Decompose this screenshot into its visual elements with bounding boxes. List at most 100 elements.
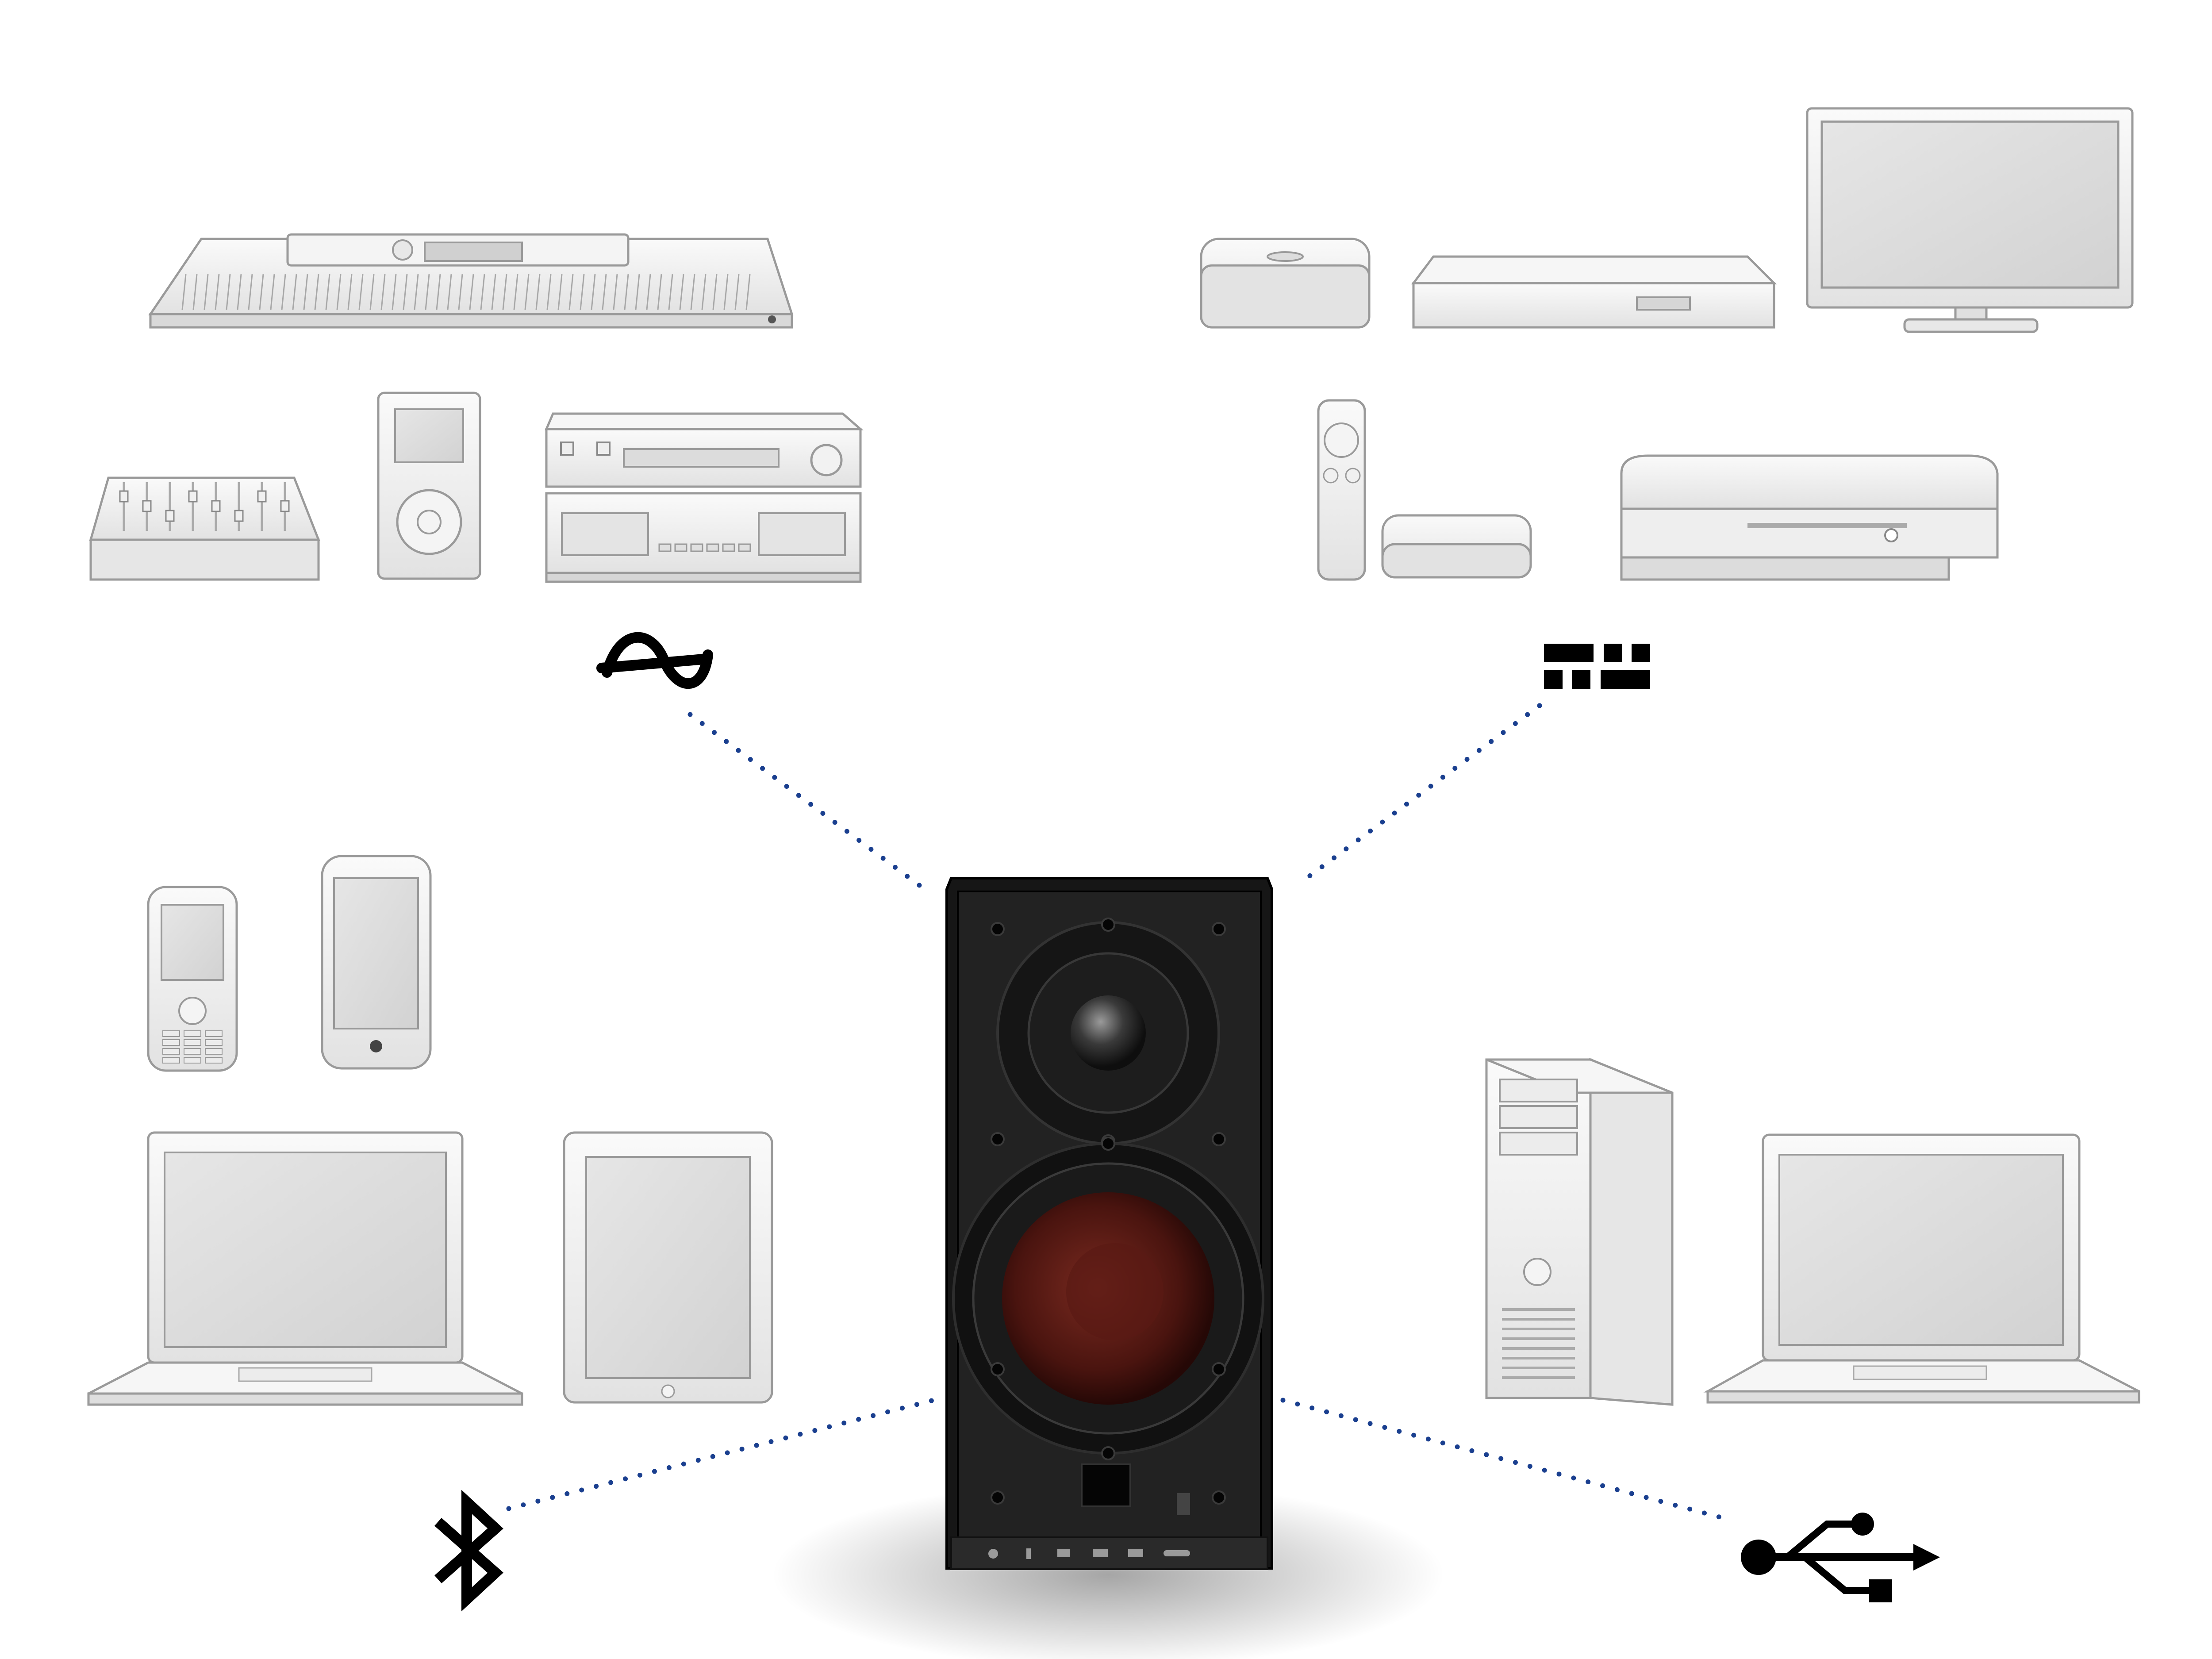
synth-key xyxy=(325,274,330,310)
phone-key xyxy=(205,1039,223,1046)
speaker-bolt xyxy=(991,1132,1005,1146)
deck-button xyxy=(690,543,703,552)
media-hub xyxy=(1200,238,1371,329)
synth-key xyxy=(535,274,541,310)
analog-sine-icon xyxy=(596,632,713,689)
synth-key xyxy=(181,274,187,310)
phone-key xyxy=(205,1030,223,1037)
synth-key xyxy=(690,274,695,310)
analog-icon[interactable] xyxy=(1093,1549,1108,1557)
keyboard-synth xyxy=(148,233,794,329)
synth-key xyxy=(215,274,220,310)
synth-key xyxy=(226,274,231,310)
optical-toslink-icon xyxy=(1544,644,1650,689)
laptop xyxy=(1703,1133,2140,1404)
tablet xyxy=(563,1131,773,1404)
portable-media-player xyxy=(377,392,481,580)
optical-device-group xyxy=(1200,107,2134,689)
deck-button xyxy=(674,543,687,552)
fader-knob xyxy=(257,490,267,503)
fader-knob xyxy=(119,490,129,503)
synth-key xyxy=(403,274,408,310)
synth-key xyxy=(281,274,286,310)
synth-key xyxy=(358,274,364,310)
speaker-bolt xyxy=(1101,1446,1115,1460)
synth-key xyxy=(259,274,264,310)
synth-key xyxy=(270,274,275,310)
remote-control xyxy=(1317,399,1366,581)
input-icon[interactable] xyxy=(1164,1550,1190,1556)
speaker-bolt xyxy=(1212,1362,1226,1376)
phone-key xyxy=(184,1030,201,1037)
speaker-control-panel xyxy=(988,1548,1190,1559)
speaker-bolt xyxy=(1212,922,1226,936)
speaker-bolt xyxy=(991,1362,1005,1376)
synth-key xyxy=(314,274,319,310)
synth-key xyxy=(668,274,673,310)
synth-key xyxy=(657,274,662,310)
usb-icon[interactable] xyxy=(1128,1549,1143,1557)
synth-key xyxy=(734,274,740,310)
optical-icon[interactable] xyxy=(1057,1549,1070,1557)
synth-key xyxy=(248,274,253,310)
deck-button xyxy=(706,543,719,552)
fader-knob xyxy=(142,500,152,512)
synth-key xyxy=(513,274,518,310)
synth-key xyxy=(380,274,386,310)
synth-key xyxy=(425,274,430,310)
synth-key xyxy=(369,274,375,310)
synth-key xyxy=(624,274,629,310)
usb-device-group xyxy=(1485,1058,2140,1602)
bluetooth-icon[interactable] xyxy=(1026,1548,1031,1559)
synth-key xyxy=(646,274,651,310)
synth-key xyxy=(336,274,342,310)
deck-button xyxy=(722,543,735,552)
synth-key xyxy=(447,274,452,310)
fader-knob xyxy=(280,500,290,512)
synth-key xyxy=(347,274,353,310)
cassette-deck xyxy=(545,492,862,583)
synth-key xyxy=(524,274,530,310)
bluray-player xyxy=(1411,255,1777,329)
synth-key xyxy=(491,274,496,310)
connector-lines xyxy=(506,703,1724,1520)
synth-key xyxy=(546,274,552,310)
fader-knob xyxy=(234,510,244,522)
hifi-tuner xyxy=(545,412,864,488)
connector-bluetooth xyxy=(506,1398,936,1511)
usb-icon xyxy=(1741,1513,1940,1602)
power-icon[interactable] xyxy=(988,1549,998,1559)
synth-key xyxy=(557,274,563,310)
synth-key xyxy=(580,274,585,310)
synth-key xyxy=(292,274,297,310)
analog-device-group xyxy=(89,233,864,689)
synth-key xyxy=(502,274,507,310)
phone-key xyxy=(205,1048,223,1055)
deck-button xyxy=(738,543,751,552)
synth-key xyxy=(458,274,463,310)
synth-key xyxy=(613,274,618,310)
connector-usb xyxy=(1280,1398,1724,1520)
phone-key xyxy=(162,1057,180,1064)
deck-button xyxy=(658,543,672,552)
flat-screen-tv xyxy=(1806,107,2134,333)
bluetooth-icon xyxy=(434,1490,503,1612)
dj-mixer xyxy=(89,476,320,581)
speaker-bolt xyxy=(1101,1137,1115,1151)
phone-key xyxy=(162,1048,180,1055)
bluetooth-device-group xyxy=(87,855,773,1612)
synth-key xyxy=(679,274,684,310)
synth-key xyxy=(591,274,596,310)
synth-key xyxy=(469,274,474,310)
smartphone xyxy=(321,855,432,1070)
speaker-bolt xyxy=(991,922,1005,936)
synth-key xyxy=(192,274,198,310)
synth-key xyxy=(237,274,242,310)
synth-key xyxy=(303,274,308,310)
active-bookshelf-speaker xyxy=(772,877,1444,1659)
connector-analog xyxy=(687,712,927,892)
connector-optical xyxy=(1298,703,1542,885)
synth-key xyxy=(392,274,397,310)
synth-key xyxy=(712,274,718,310)
